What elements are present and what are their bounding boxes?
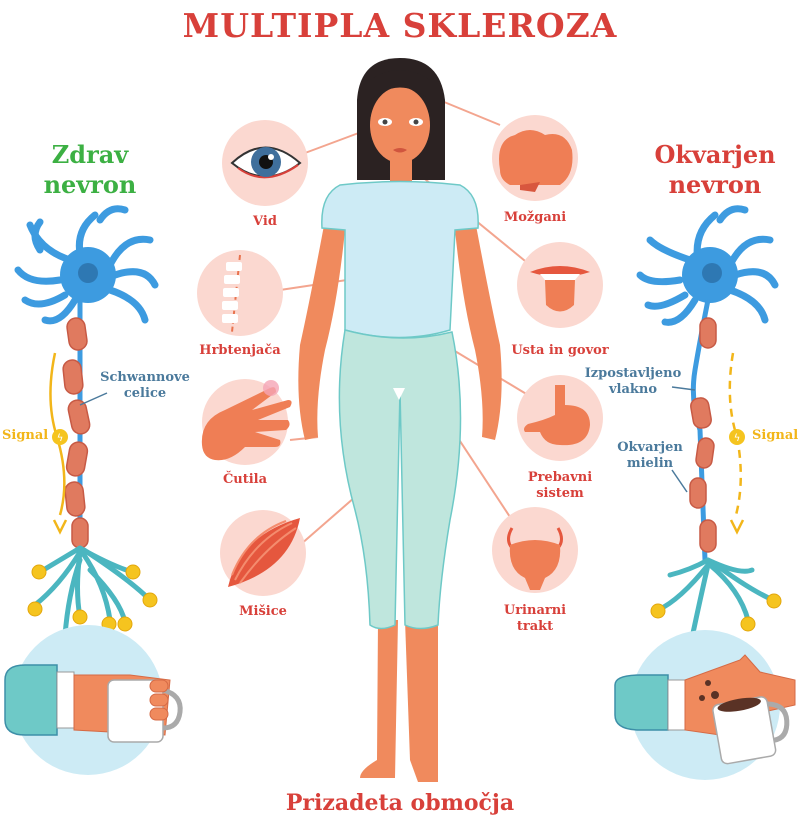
svg-text:ϟ: ϟ (57, 433, 64, 444)
healthy-neuron-title-line1: Zdrav (51, 140, 129, 169)
mouth-icon (530, 266, 590, 312)
healthy-signal-label: Signal (2, 428, 49, 443)
label-digestive-line1: Prebavni (527, 470, 593, 485)
svg-text:ϟ: ϟ (734, 433, 741, 444)
healthy-neuron-title-line2: nevron (43, 170, 137, 199)
schwann-label-line2: celice (123, 386, 167, 401)
schwann-label-line1: Schwannove (100, 370, 190, 385)
page-title: MULTIPLA SKLEROZA (182, 6, 618, 45)
label-urinary-line1: Urinarni (503, 603, 567, 618)
damaged-neuron-title-line1: Okvarjen (654, 140, 776, 169)
eye-icon (230, 146, 302, 179)
damaged-neuron: ϟ (636, 205, 782, 636)
exposed-label-line1: Izpostavljeno (584, 366, 682, 381)
spine-icon (222, 254, 242, 333)
label-digestive: Prebavni sistem (520, 470, 600, 502)
label-spine: Hrbtenjača (199, 343, 281, 358)
label-urinary-line2: trakt (516, 619, 554, 634)
schwann-cells-label: Schwannove celice (90, 370, 200, 402)
stomach-icon (524, 385, 590, 446)
healthy-hand-illustration (4, 625, 183, 775)
damaged-label-line2: mielin (626, 456, 674, 471)
label-senses: Čutila (222, 472, 268, 487)
label-vision: Vid (253, 214, 277, 229)
bladder-icon (507, 527, 563, 590)
damaged-label-line1: Okvarjen (617, 440, 683, 455)
affected-areas-label: Prizadeta območja (285, 790, 515, 816)
damaged-hand-illustration (614, 630, 796, 780)
damaged-neuron-title-line2: nevron (668, 170, 762, 199)
woman-figure (298, 58, 502, 782)
muscle-icon (228, 518, 300, 587)
healthy-neuron: ϟ (14, 205, 159, 648)
label-muscles: Mišice (239, 604, 287, 619)
label-mouth: Usta in govor (511, 343, 609, 358)
damaged-neuron-title: Okvarjen nevron (640, 140, 790, 200)
label-brain: Možgani (503, 210, 567, 225)
exposed-label-line2: vlakno (608, 382, 658, 397)
hand-icon (201, 380, 292, 461)
label-digestive-line2: sistem (536, 486, 584, 501)
exposed-fiber-label: Izpostavljeno vlakno (578, 366, 688, 398)
brain-icon (499, 130, 573, 192)
healthy-neuron-title: Zdrav nevron (30, 140, 150, 200)
label-urinary: Urinarni trakt (495, 603, 575, 635)
damaged-myelin-label: Okvarjen mielin (610, 440, 690, 472)
damaged-signal-label: Signal (752, 428, 799, 443)
